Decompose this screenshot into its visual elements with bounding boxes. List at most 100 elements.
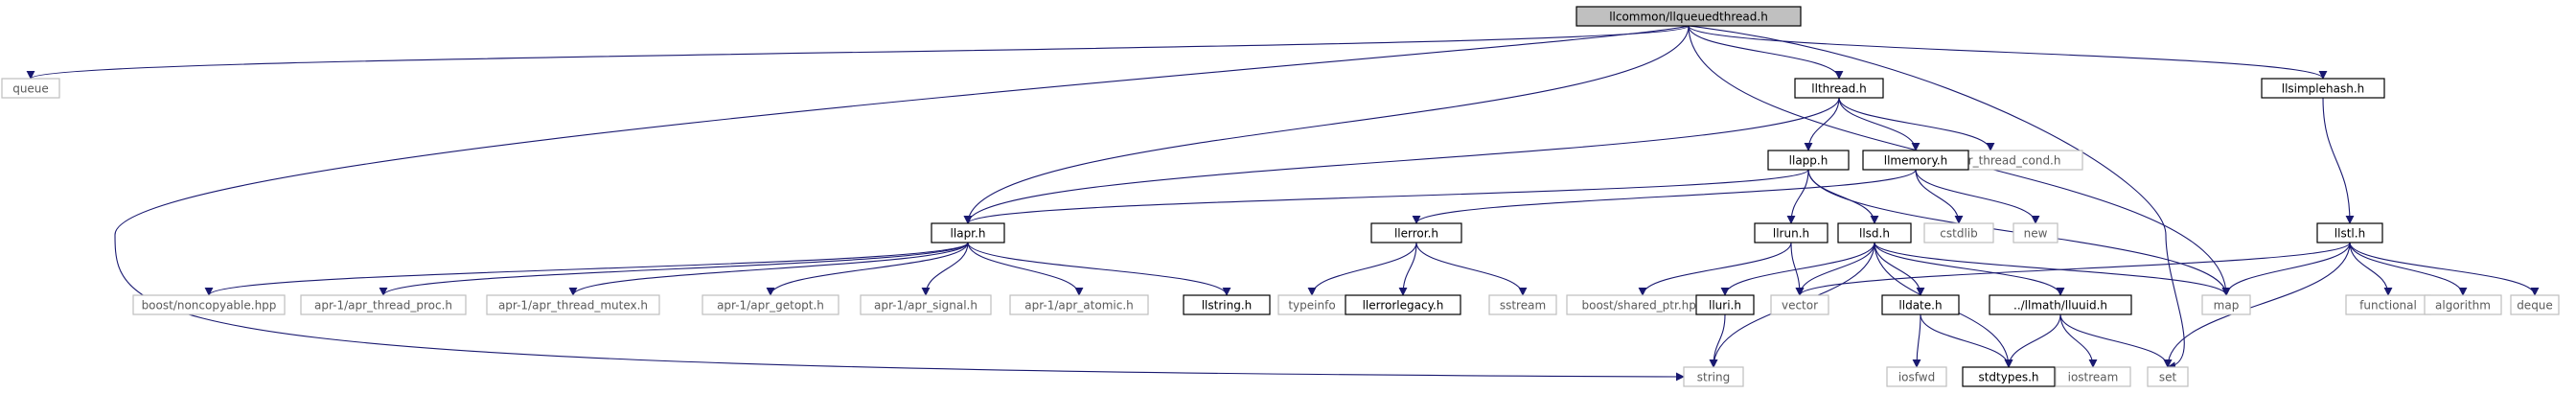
node-box-map [2201,294,2251,315]
node-label-vector: vector [1782,299,1818,313]
node-apr_getopt: apr-1/apr_getopt.h [702,294,840,315]
node-box-lldate [1881,294,1960,315]
edge-root-to-string [114,25,1690,382]
edge-llsd-to-lldate [1874,242,1925,296]
node-label-llapp: llapp.h [1789,154,1828,168]
node-label-llerrorlegacy: llerrorlegacy.h [1363,299,1444,313]
edge-llthread-to-llapp [1804,97,1840,151]
node-label-lluri: lluri.h [1709,299,1741,313]
edge-lluuid-to-iostream [2059,313,2098,368]
node-box-boost_noncopyable [132,294,286,315]
node-box-apr_atomic [1009,294,1149,315]
edge-lluuid-to-set [2059,313,2173,368]
node-iostream: iostream [2055,366,2131,387]
node-apr_atomic: apr-1/apr_atomic.h [1009,294,1149,315]
node-label-llsimplehash: llsimplehash.h [2282,82,2365,96]
node-box-sstream [1488,294,1557,315]
node-label-llstring: llstring.h [1202,299,1253,313]
node-lluri[interactable]: lluri.h [1695,294,1755,315]
node-label-typeinfo: typeinfo [1288,299,1335,313]
node-llthread[interactable]: llthread.h [1794,78,1884,99]
node-label-apr_signal: apr-1/apr_signal.h [874,299,978,313]
node-llmemory[interactable]: llmemory.h [1862,150,1969,171]
edge-llmemory-to-llerror [1412,169,1917,224]
node-box-llsimplehash [2261,78,2385,99]
edge-llapp-to-llapr [963,169,1809,224]
node-box-llrun [1754,222,1828,243]
node-boost_shared_ptr: boost/shared_ptr.hpp [1566,294,1719,315]
node-box-cstdlib [1923,222,1994,243]
edge-llapp-to-llrun [1786,169,1809,224]
node-box-vector [1770,294,1829,315]
node-lldate[interactable]: lldate.h [1881,294,1960,315]
node-box-lluuid [1989,294,2132,315]
node-box-iostream [2055,366,2131,387]
node-llsimplehash[interactable]: llsimplehash.h [2261,78,2385,99]
edge-llapr-to-llstring [967,242,1231,296]
edge-llsd-to-lluri [1720,242,1875,296]
node-box-llerrorlegacy [1345,294,1461,315]
node-box-root [1576,6,1802,27]
node-box-llapr [931,222,1005,243]
node-box-string [1683,366,1744,387]
node-label-algorithm: algorithm [2435,299,2491,313]
node-llerrorlegacy[interactable]: llerrorlegacy.h [1345,294,1461,315]
node-set: set [2147,366,2189,387]
node-apr_signal: apr-1/apr_signal.h [860,294,992,315]
edge-llstl-to-algorithm [2349,242,2468,296]
node-llerror[interactable]: llerror.h [1370,222,1462,243]
node-label-llsd: llsd.h [1859,227,1890,241]
node-label-lluuid: ../llmath/lluuid.h [2013,299,2107,313]
node-box-apr_getopt [702,294,840,315]
node-box-deque [2510,294,2560,315]
node-box-iosfwd [1886,366,1947,387]
node-label-llrun: llrun.h [1773,227,1809,241]
node-stdtypes[interactable]: stdtypes.h [1962,366,2056,387]
node-label-llerror: llerror.h [1394,227,1438,241]
node-deque: deque [2510,294,2560,315]
node-box-queue [1,78,60,99]
edge-llmemory-to-new [1915,169,2040,224]
node-llsd[interactable]: llsd.h [1837,222,1912,243]
edge-llapr-to-apr_atomic [967,242,1084,296]
node-label-iostream: iostream [2068,371,2119,384]
node-iosfwd: iosfwd [1886,366,1947,387]
node-sstream: sstream [1488,294,1557,315]
node-label-llmemory: llmemory.h [1884,154,1948,168]
node-label-apr_getopt: apr-1/apr_getopt.h [717,299,824,313]
node-llstring[interactable]: llstring.h [1183,294,1271,315]
edge-llapr-to-apr_signal [921,242,969,296]
edge-llerror-to-sstream [1415,242,1528,296]
edge-llsimplehash-to-llstl [2322,97,2355,224]
node-llrun[interactable]: llrun.h [1754,222,1828,243]
node-label-stdtypes: stdtypes.h [1978,371,2038,384]
node-apr_thread_proc: apr-1/apr_thread_proc.h [300,294,467,315]
edge-lluuid-to-stdtypes [2004,313,2061,368]
node-string: string [1683,366,1744,387]
edge-llstl-to-set [2163,242,2351,368]
node-lluuid[interactable]: ../llmath/lluuid.h [1989,294,2132,315]
node-cstdlib: cstdlib [1923,222,1994,243]
edge-llerror-to-llerrorlegacy [1398,242,1417,296]
edge-root-to-queue [27,25,1690,80]
node-label-cstdlib: cstdlib [1940,227,1977,241]
node-root[interactable]: llcommon/llqueuedthread.h [1576,6,1802,27]
node-box-apr_thread_proc [300,294,467,315]
edge-llstl-to-functional [2349,242,2393,296]
node-box-llstl [2316,222,2383,243]
node-llapp[interactable]: llapp.h [1767,150,1850,171]
node-label-map: map [2214,299,2240,313]
node-label-apr_thread_proc: apr-1/apr_thread_proc.h [314,299,452,313]
node-label-llstl: llstl.h [2334,227,2365,241]
node-box-apr_thread_mutex [486,294,660,315]
edge-lluri-to-string [1709,313,1726,368]
node-algorithm: algorithm [2424,294,2502,315]
edge-llrun-to-boost_shared_ptr [1638,242,1792,296]
node-llapr[interactable]: llapr.h [931,222,1005,243]
node-label-string: string [1697,371,1730,384]
node-llstl[interactable]: llstl.h [2316,222,2383,243]
edge-llthread-to-llmemory [1838,97,1920,151]
edge-root-to-set [1688,25,2185,371]
edges-layer [27,25,2540,382]
